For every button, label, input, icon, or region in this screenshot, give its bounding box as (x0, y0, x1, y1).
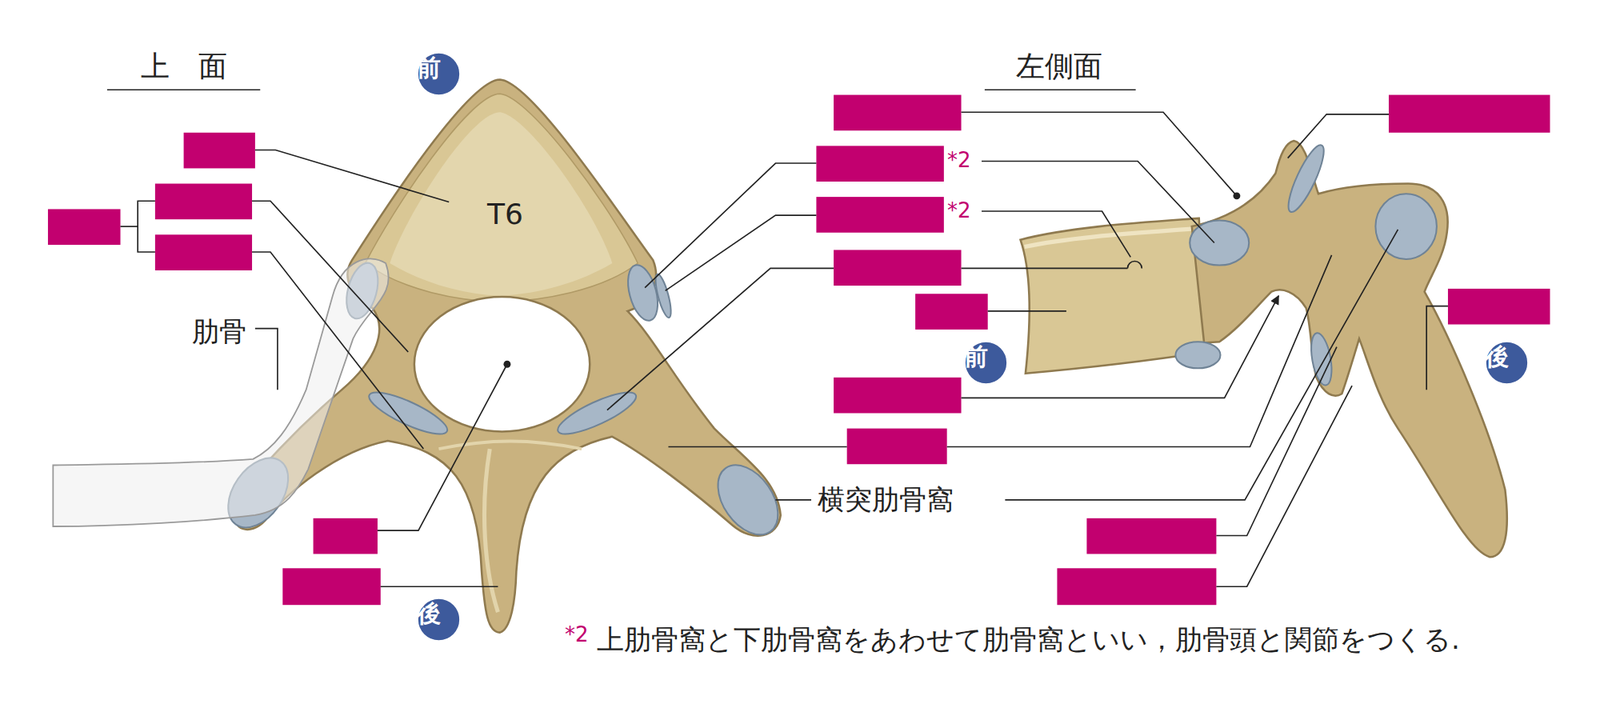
direction-text: 後 (1484, 340, 1529, 385)
direction-circle: 後 (416, 597, 461, 642)
direction-circle: 後 (1484, 340, 1529, 385)
footnote-mark: *2 (564, 623, 589, 648)
part-name: 横突肋骨窩 (817, 484, 954, 516)
direction-text: 前 (416, 52, 461, 96)
direction-text: 後 (416, 597, 461, 642)
direction-circle: 前 (416, 52, 461, 96)
vertebra-name: T6 (487, 197, 524, 231)
direction-text: 前 (964, 340, 1008, 385)
view-heading: 左側面 (1016, 49, 1103, 83)
leader-dot (503, 192, 1240, 368)
circle-text-holder: 前 (964, 340, 1008, 385)
circle-text-holder: 後 (1484, 340, 1529, 385)
heading-underline (107, 88, 1136, 91)
circle-text-holder: 後 (416, 597, 461, 642)
vertebra-top-view (52, 79, 790, 632)
footnote-mark: *2 (947, 199, 972, 224)
vertebra-lateral-view (1020, 140, 1508, 557)
footnote-mark: *2 (947, 148, 972, 173)
blank-label-box (48, 95, 1551, 606)
footnote-text: 上肋骨窩と下肋骨窩をあわせて肋骨窩といい，肋骨頭と関節をつくる. (596, 624, 1460, 656)
direction-circle: 前 (964, 340, 1008, 385)
part-name: 肋骨 (192, 316, 247, 348)
view-heading: 上 面 (140, 49, 228, 83)
leader-line (120, 112, 1448, 587)
circle-text-holder: 前 (416, 52, 461, 96)
